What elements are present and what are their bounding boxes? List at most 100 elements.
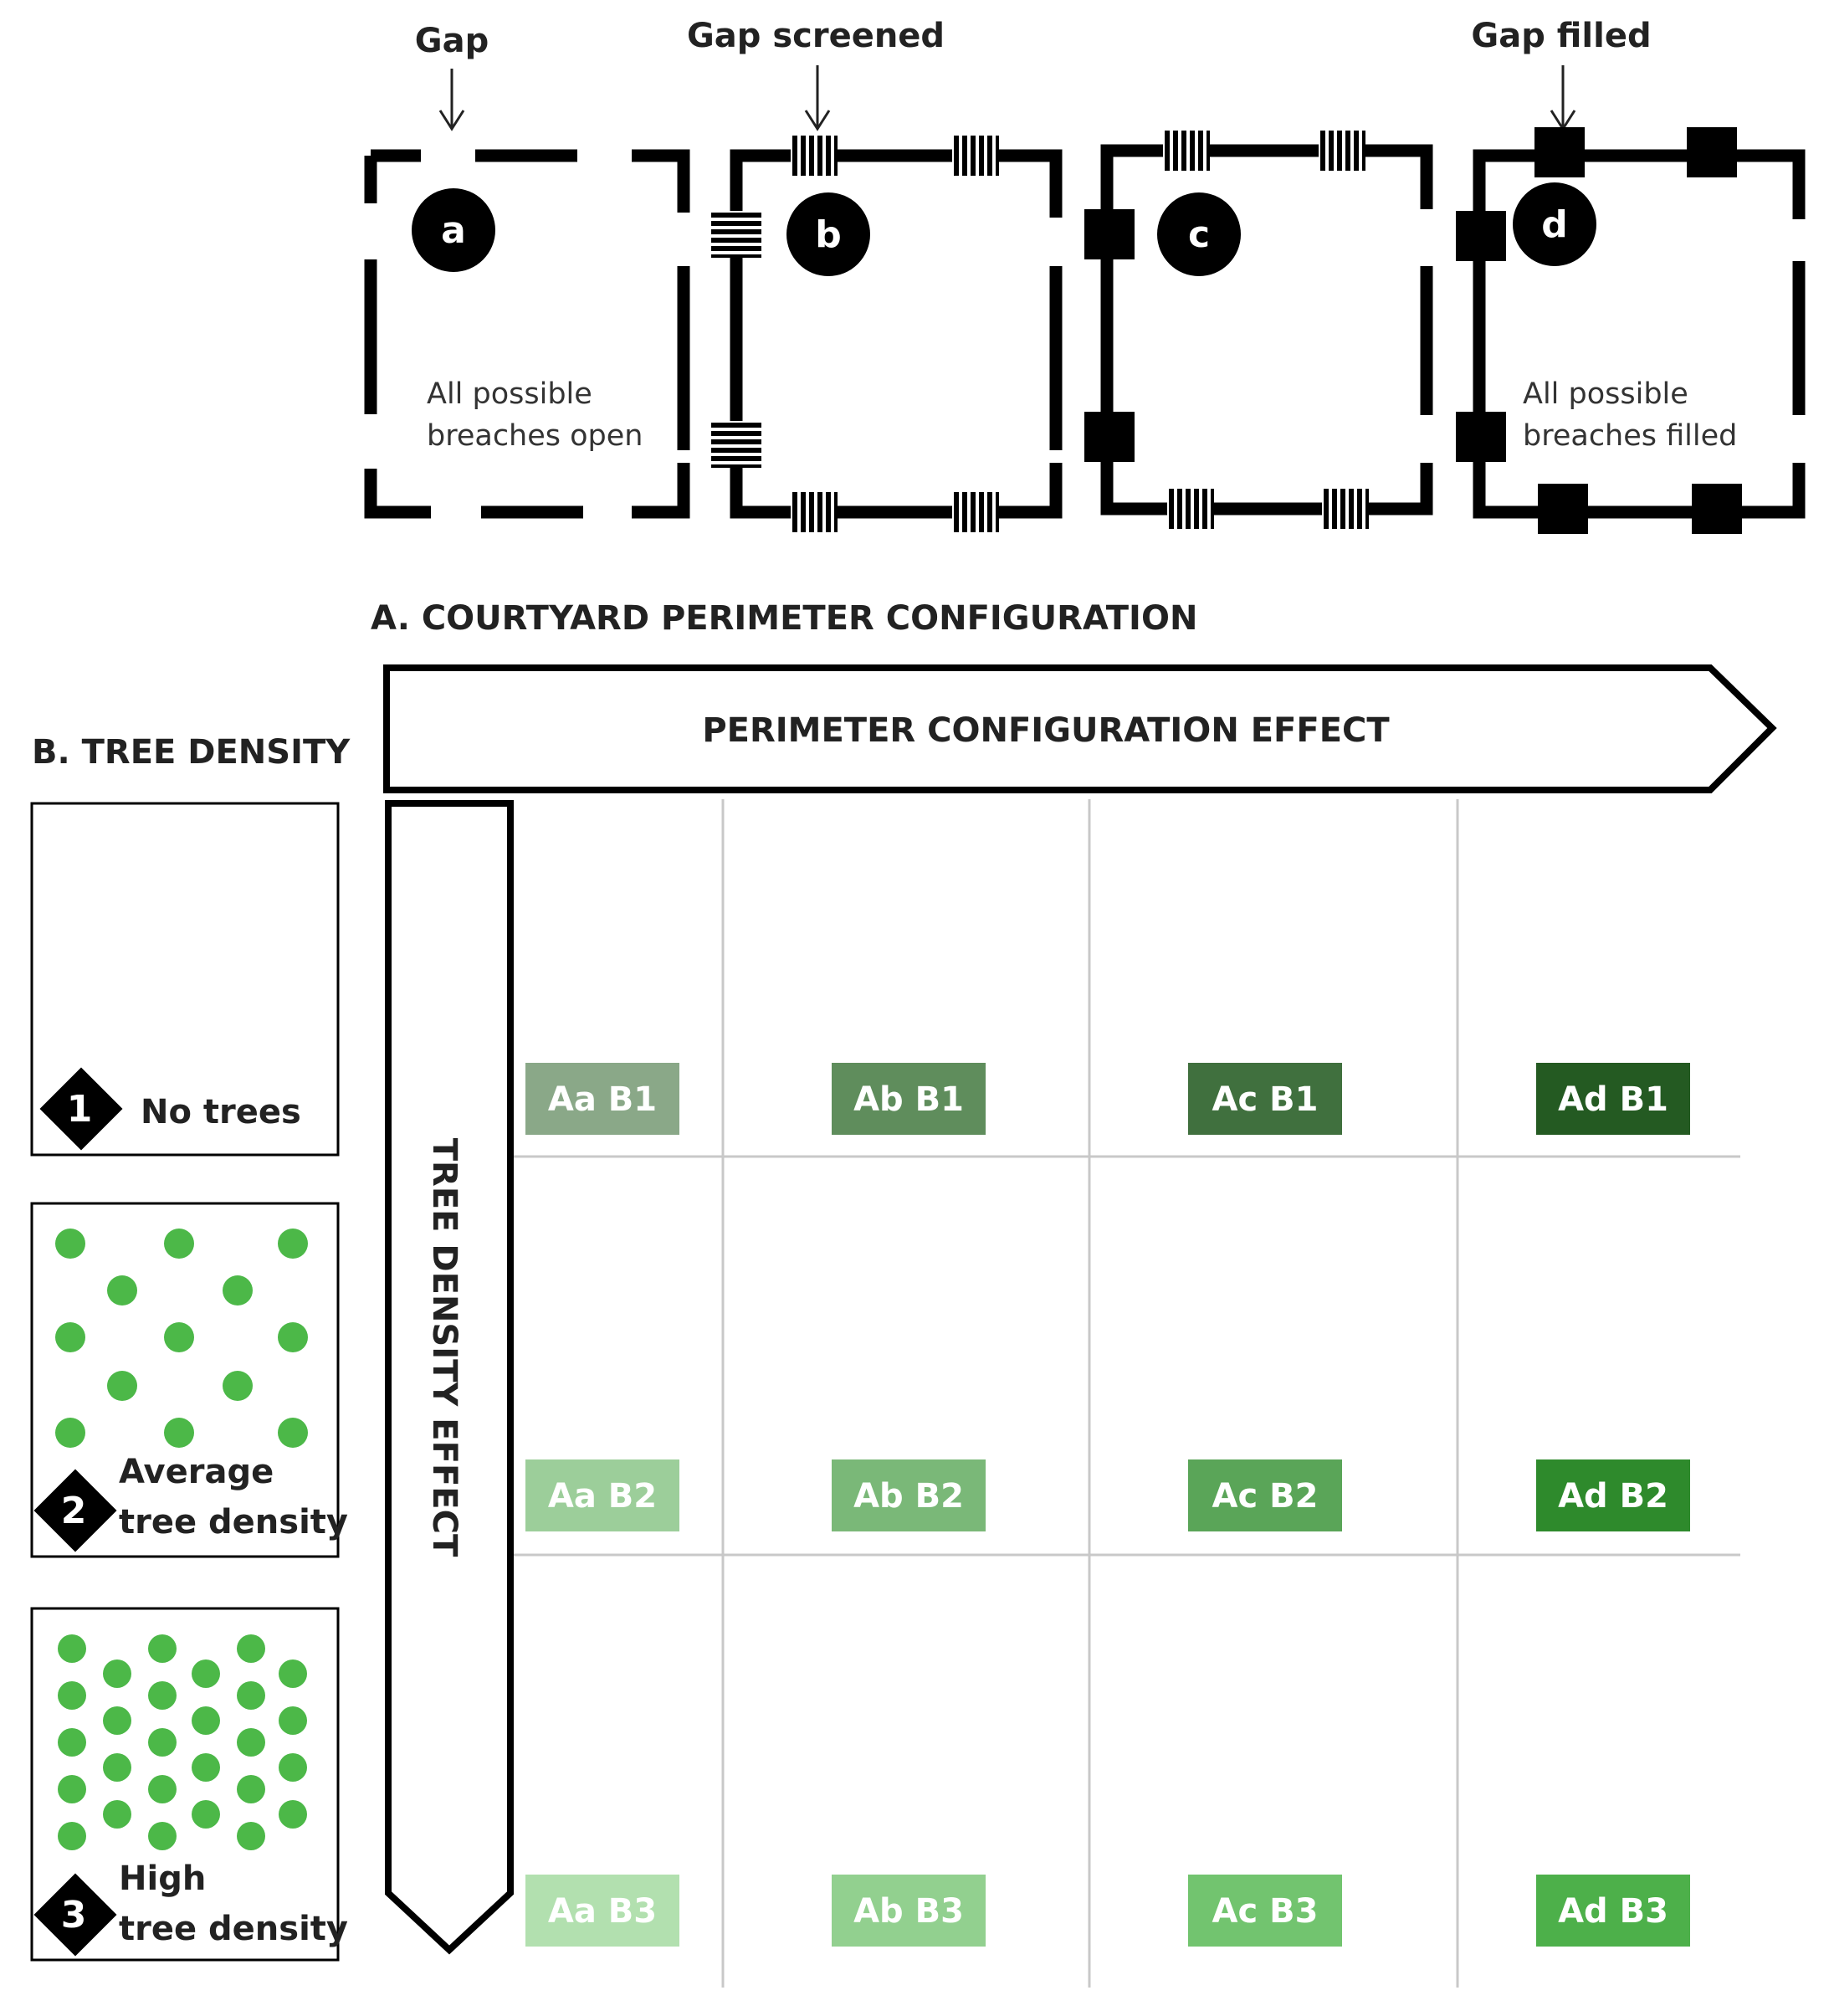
- gap-filled-label: Gap filled: [1471, 17, 1651, 55]
- fill-d-top-right: [1687, 127, 1737, 177]
- matrix-cell-label: Ac B1: [1212, 1080, 1319, 1119]
- matrix-cell-bg: [832, 1459, 986, 1531]
- screen-left-upper: [711, 211, 761, 258]
- tree-dot: [107, 1275, 137, 1306]
- fill-c-left-lower: [1084, 412, 1135, 462]
- tree-dot: [279, 1753, 307, 1782]
- matrix-cell-label: Ac B3: [1212, 1892, 1319, 1931]
- matrix-cell: Ac B1: [1188, 1063, 1342, 1135]
- screen-bottom-right: [952, 492, 999, 532]
- screen-top-left: [791, 136, 838, 176]
- tree-dot: [192, 1753, 220, 1782]
- matrix-cell-bg: [525, 1875, 679, 1947]
- matrix-cell: Ad B1: [1536, 1063, 1690, 1135]
- gap-arrow-icon: [438, 69, 465, 131]
- tree-dot: [103, 1706, 131, 1735]
- tree-density-effect-label: TREE DENSITY EFFECT: [425, 1138, 464, 1557]
- matrix-cell: Aa B1: [525, 1063, 679, 1135]
- tree-dot: [148, 1728, 177, 1757]
- density-1-line1: No trees: [141, 1093, 301, 1131]
- tree-dot: [192, 1659, 220, 1688]
- screen-bottom-left: [791, 492, 838, 532]
- tree-dot: [237, 1775, 265, 1803]
- courtyard-a-note-line1: All possible: [427, 377, 592, 411]
- matrix-cell: Ac B3: [1188, 1875, 1342, 1947]
- tree-dot: [237, 1634, 265, 1663]
- tree-dot: [279, 1706, 307, 1735]
- average-tree-dots: [55, 1229, 308, 1448]
- matrix-cell-bg: [832, 1875, 986, 1947]
- density-2-number: 2: [61, 1490, 87, 1532]
- density-panel-1: 1 No trees: [30, 802, 340, 1157]
- gap-label: Gap: [415, 22, 489, 60]
- screen-c-bottom-left: [1167, 489, 1214, 529]
- fill-d-left-lower: [1456, 412, 1506, 462]
- gap-filled-arrow-icon: [1550, 65, 1576, 131]
- fill-d-left-upper: [1456, 211, 1506, 261]
- matrix-cell: Ab B1: [832, 1063, 986, 1135]
- section-a-title: A. COURTYARD PERIMETER CONFIGURATION: [371, 599, 1197, 638]
- tree-dot: [107, 1371, 137, 1401]
- matrix-cell: Ab B3: [832, 1875, 986, 1947]
- matrix-cell-label: Ab B2: [853, 1477, 964, 1516]
- tree-dot: [58, 1634, 86, 1663]
- perimeter-effect-label: PERIMETER CONFIGURATION EFFECT: [702, 711, 1390, 750]
- tree-dot: [55, 1322, 85, 1352]
- section-b-title: B. TREE DENSITY: [32, 733, 351, 772]
- matrix-grid: [514, 799, 1740, 1988]
- tree-dot: [164, 1418, 194, 1448]
- density-2-line1: Average: [119, 1453, 274, 1491]
- gap-screened-arrow-icon: [804, 65, 831, 131]
- density-3-line2: tree density: [119, 1910, 348, 1948]
- tree-dot: [55, 1418, 85, 1448]
- tree-dot: [148, 1634, 177, 1663]
- tree-dot: [279, 1800, 307, 1829]
- density-panel-3: 3 High tree density: [30, 1607, 348, 1962]
- fill-d-bottom-left: [1538, 484, 1588, 534]
- matrix-cell: Aa B2: [525, 1459, 679, 1531]
- perimeter-effect-arrow: [383, 664, 1777, 793]
- tree-dot: [103, 1800, 131, 1829]
- matrix-cell-label: Ad B1: [1558, 1080, 1668, 1119]
- matrix-cell-label: Ad B3: [1558, 1892, 1668, 1931]
- matrix-cell-bg: [525, 1063, 679, 1135]
- matrix-cell-bg: [1536, 1063, 1690, 1135]
- matrix-cell-bg: [1536, 1459, 1690, 1531]
- courtyard-d-note-line1: All possible: [1523, 377, 1688, 411]
- tree-dot: [58, 1681, 86, 1710]
- matrix-cell: Ac B2: [1188, 1459, 1342, 1531]
- courtyard-b: b: [711, 136, 1063, 532]
- tree-dot: [237, 1681, 265, 1710]
- matrix-cell-label: Ad B2: [1558, 1477, 1668, 1516]
- screen-c-top-left: [1163, 131, 1210, 171]
- density-panel-2: 2 Average tree density: [30, 1202, 348, 1558]
- courtyard-d-badge: d: [1541, 203, 1568, 246]
- tree-dot: [192, 1800, 220, 1829]
- matrix-cell-label: Aa B1: [548, 1080, 657, 1119]
- tree-dot: [55, 1229, 85, 1259]
- tree-dot: [58, 1728, 86, 1757]
- matrix-cell-label: Ac B2: [1212, 1477, 1319, 1516]
- matrix-cell: Aa B3: [525, 1875, 679, 1947]
- matrix-cell-label: Aa B2: [548, 1477, 657, 1516]
- tree-dot: [237, 1728, 265, 1757]
- matrix-cells: Aa B1 Ab B1 Ac B1 Ad B1 Aa B2 Ab B2 Ac B2 Ad B2…: [525, 1063, 1690, 1947]
- matrix-cell-label: Ab B1: [853, 1080, 964, 1119]
- screen-c-top-right: [1319, 131, 1365, 171]
- matrix-cell-bg: [1188, 1875, 1342, 1947]
- tree-dot: [103, 1659, 131, 1688]
- tree-dot: [164, 1229, 194, 1259]
- matrix-cell: Ad B2: [1536, 1459, 1690, 1531]
- tree-dot: [278, 1418, 308, 1448]
- fill-d-bottom-right: [1692, 484, 1742, 534]
- tree-dot: [148, 1775, 177, 1803]
- matrix-cell-bg: [525, 1459, 679, 1531]
- courtyard-c: c: [1084, 131, 1433, 529]
- gap-screened-label: Gap screened: [687, 17, 945, 55]
- matrix-cell: Ad B3: [1536, 1875, 1690, 1947]
- matrix-cell-bg: [1188, 1459, 1342, 1531]
- density-1-number: 1: [67, 1088, 93, 1131]
- density-3-line1: High: [119, 1860, 206, 1898]
- tree-dot: [237, 1822, 265, 1850]
